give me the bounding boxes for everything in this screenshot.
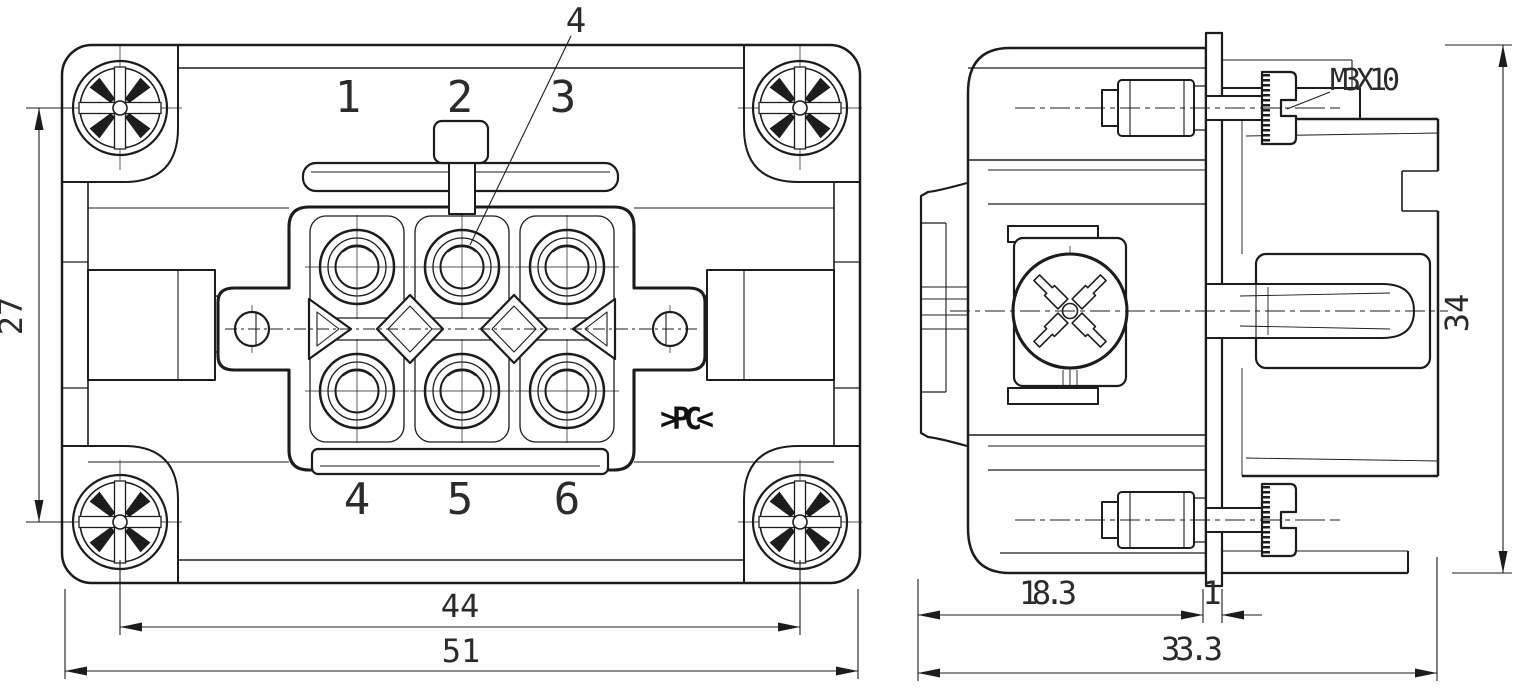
contact-label-1: 1 — [335, 72, 362, 123]
dim-height-27: 27 — [0, 297, 30, 336]
dim-height-34: 34 — [1438, 294, 1476, 333]
front-view-dimensions: 27 44 51 — [0, 107, 859, 679]
hood — [1205, 59, 1440, 575]
dim-overall-width-51: 51 — [442, 632, 481, 670]
front-view: 4 1 2 3 4 5 6 >PC< 27 44 51 — [0, 1, 864, 679]
left-latch-recess — [62, 261, 244, 389]
callout-leader — [469, 35, 572, 246]
central-screw — [1007, 225, 1129, 405]
dim-front-depth-18-3: 18.3 — [1019, 574, 1077, 612]
screw-top-left — [56, 44, 184, 172]
contact-label-4: 4 — [344, 474, 371, 525]
contact-label-2: 2 — [447, 72, 474, 123]
side-view-dimensions: 34 18.3 1 33.3 — [917, 44, 1512, 681]
side-view: M3X10 34 18.3 1 33.3 — [917, 31, 1512, 681]
dim-flange-1: 1 — [1202, 574, 1221, 612]
dim-overall-depth-33-3: 33.3 — [1161, 630, 1223, 668]
contact-label-3: 3 — [550, 72, 577, 123]
latch-arm — [919, 181, 968, 448]
screw-spec-label: M3X10 — [1330, 63, 1400, 98]
dim-hole-spacing-44: 44 — [441, 587, 480, 625]
material-marking: >PC< — [660, 402, 714, 437]
screw-label-leader — [1286, 91, 1331, 110]
key-stem — [448, 157, 476, 215]
contact-label-5: 5 — [447, 474, 474, 525]
contact-label-6: 6 — [554, 474, 581, 525]
callout-label: 4 — [566, 1, 586, 41]
coding-key — [432, 119, 490, 165]
screw-top-right — [736, 44, 864, 172]
